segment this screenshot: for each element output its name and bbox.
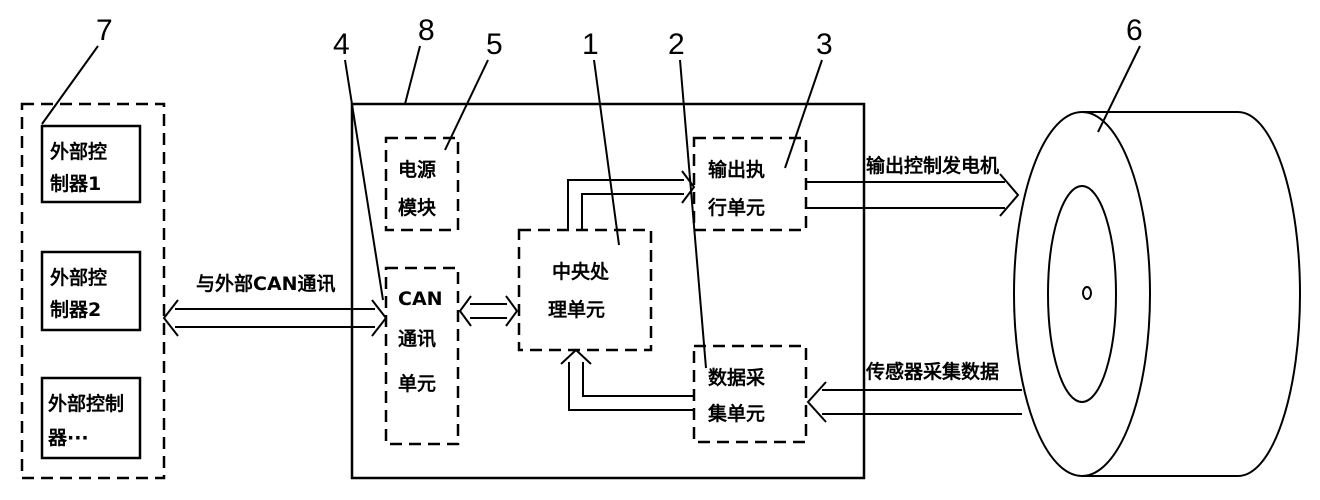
external-can-label: 与外部CAN通讯 (196, 272, 336, 295)
output-unit-box (692, 136, 808, 232)
callout-7: 7 (96, 14, 113, 47)
external-controller-1-box (40, 124, 142, 204)
cpu-line1: 中央处 (552, 260, 610, 283)
callout-3-leader (784, 59, 823, 169)
external-can-arrow (162, 299, 388, 337)
callout-6-leader (1097, 45, 1141, 133)
callout-4: 4 (333, 28, 350, 61)
power-module-line1: 电源 (398, 158, 436, 181)
external-controller-3-line1: 外部控制 (48, 392, 124, 415)
callout-6: 6 (1126, 14, 1143, 47)
callout-4-leader (344, 59, 384, 301)
callout-5-leader (444, 59, 489, 151)
callout-2-leader (679, 59, 707, 369)
sensor-label: 传感器采集数据 (865, 360, 999, 383)
cpu-box (517, 228, 653, 352)
data-cpu-arrow (560, 348, 694, 411)
output-motor-arrow (806, 173, 1020, 217)
output-unit-line1: 输出执 (708, 158, 765, 181)
cpu-output-arrow (567, 170, 696, 230)
can-cpu-arrow (458, 295, 519, 327)
external-controllers-group (20, 102, 166, 480)
power-module-box (384, 136, 460, 232)
external-controller-2-box (40, 250, 142, 332)
can-unit-line3: 单元 (398, 372, 436, 395)
output-motor-label: 输出控制发电机 (866, 154, 999, 177)
external-controller-2-line1: 外部控 (50, 266, 107, 289)
callout-8-leader (404, 45, 421, 105)
can-unit-line2: 通讯 (398, 328, 436, 350)
external-controller-1-line2: 制器1 (50, 172, 101, 195)
data-unit-line1: 数据采 (708, 366, 765, 389)
callout-1: 1 (582, 28, 599, 61)
cpu-line2: 理单元 (548, 298, 605, 321)
callout-5: 5 (486, 28, 503, 61)
external-controller-3-line2: 器··· (47, 427, 89, 449)
callout-1-leader (593, 59, 620, 246)
callout-7-leader (41, 45, 99, 125)
sensor-data-arrow (806, 381, 1022, 423)
external-controller-3-box (40, 376, 142, 460)
data-unit-box (692, 344, 808, 444)
generator-cylinder (1013, 111, 1301, 477)
data-unit-line2: 集单元 (707, 402, 765, 425)
callout-2: 2 (668, 28, 685, 61)
main-controller-box (350, 102, 866, 480)
callout-8: 8 (418, 14, 435, 47)
can-unit-box (384, 266, 460, 446)
external-controller-1-line1: 外部控 (50, 140, 107, 163)
external-controller-2-line2: 制器2 (50, 298, 101, 321)
power-module-line2: 模块 (398, 196, 437, 219)
callout-3: 3 (816, 28, 833, 61)
output-unit-line2: 行单元 (707, 196, 765, 219)
can-unit-line1: CAN (398, 288, 443, 310)
